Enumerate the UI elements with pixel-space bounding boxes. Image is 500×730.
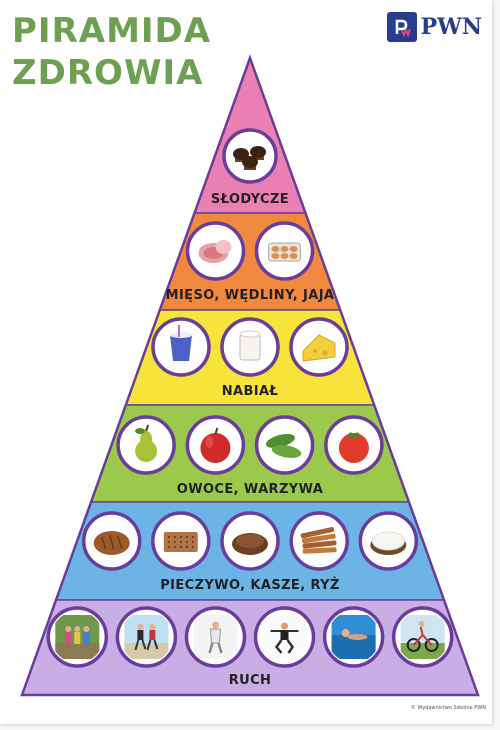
yogurt-icon bbox=[170, 325, 192, 361]
food-item-circle bbox=[184, 606, 247, 668]
food-item-circle bbox=[46, 606, 109, 668]
milk-icon bbox=[239, 330, 261, 361]
tier-label: OWOCE, WARZYWA bbox=[176, 482, 324, 497]
food-item-circle bbox=[391, 606, 454, 668]
food-item-circle bbox=[324, 415, 384, 475]
food-item-circle bbox=[254, 221, 315, 281]
skating-icon bbox=[193, 615, 238, 659]
food-item-circle bbox=[185, 221, 246, 281]
pwn-logo-mark-icon bbox=[386, 12, 417, 42]
pwn-logo-text: PWN bbox=[420, 14, 482, 40]
ham-icon bbox=[198, 240, 232, 263]
rice-icon bbox=[370, 531, 407, 555]
title-line-2: ZDROWIA bbox=[12, 53, 204, 93]
food-item-circle bbox=[222, 128, 278, 184]
muffins-icon bbox=[233, 146, 266, 170]
page-title: PIRAMIDA ZDROWIA bbox=[12, 10, 211, 94]
eggs-icon bbox=[268, 242, 301, 262]
cycling-icon bbox=[400, 615, 445, 659]
food-item-circle bbox=[151, 511, 211, 571]
food-item-circle bbox=[185, 415, 246, 475]
apple-icon bbox=[200, 427, 231, 463]
pear-icon bbox=[135, 424, 158, 462]
buckwheat-icon bbox=[232, 533, 268, 555]
tier-label: MIĘSO, WĘDLINY, JAJA bbox=[165, 288, 335, 303]
exercise-icon bbox=[262, 615, 307, 659]
food-item-circle bbox=[151, 317, 211, 377]
food-item-circle bbox=[81, 511, 142, 571]
pyramid-outline bbox=[20, 54, 480, 697]
food-item-circle bbox=[289, 511, 349, 571]
cucumber-icon bbox=[265, 433, 302, 458]
tier-label: SŁODYCZE bbox=[210, 192, 290, 207]
tomato-icon bbox=[338, 432, 369, 463]
cheese-icon bbox=[302, 334, 336, 362]
food-item-circle bbox=[116, 415, 176, 475]
copyright-footer: © Wydawnictwo Szkolne PWN bbox=[410, 705, 486, 711]
food-item-circle bbox=[220, 317, 280, 377]
food-item-circle bbox=[253, 606, 316, 668]
tier-label: RUCH bbox=[228, 673, 272, 688]
food-item-circle bbox=[220, 511, 280, 571]
food-item-circle bbox=[289, 317, 349, 377]
tier-label: PIECZYWO, KASZE, RYŻ bbox=[160, 578, 340, 593]
pwn-logo: PWN bbox=[386, 12, 482, 42]
crispbread-icon bbox=[163, 532, 198, 552]
swimming-icon bbox=[331, 615, 376, 659]
title-line-1: PIRAMIDA bbox=[12, 11, 212, 51]
bread-icon bbox=[93, 531, 130, 555]
food-item-circle bbox=[322, 606, 385, 668]
tier-label: NABIAŁ bbox=[221, 384, 279, 399]
running-icon bbox=[124, 615, 169, 659]
food-item-circle bbox=[358, 511, 419, 571]
breadsticks-icon bbox=[300, 527, 337, 554]
food-item-circle bbox=[254, 415, 315, 475]
food-item-circle bbox=[115, 606, 178, 668]
walking-family-icon bbox=[55, 615, 100, 659]
